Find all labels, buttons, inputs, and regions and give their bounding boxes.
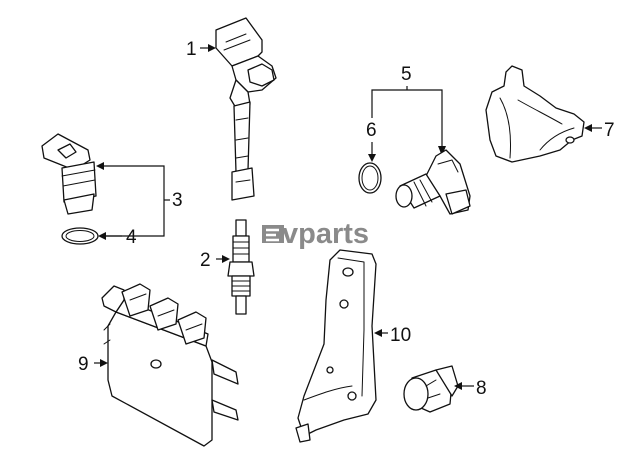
bracket-icon <box>295 249 377 443</box>
callout-10: 10 <box>390 325 411 346</box>
callout-2: 2 <box>200 250 211 271</box>
crankshaft-position-sensor-icon <box>41 133 97 215</box>
vparts-logo: vparts <box>262 218 369 250</box>
camshaft-position-sensor-icon <box>395 149 471 215</box>
cover-icon <box>485 65 585 163</box>
callout-1: 1 <box>186 39 197 60</box>
callout-5: 5 <box>401 64 412 85</box>
relay-icon <box>403 365 459 413</box>
o-ring-icon <box>358 162 382 194</box>
engine-control-module-icon <box>101 283 239 447</box>
callout-3: 3 <box>172 190 183 211</box>
callout-9: 9 <box>78 354 89 375</box>
callout-6: 6 <box>366 120 377 141</box>
callout-7: 7 <box>604 120 615 141</box>
callout-4: 4 <box>126 227 137 248</box>
spark-plug-icon <box>227 219 255 315</box>
callout-8: 8 <box>476 378 487 399</box>
watermark-text: vparts <box>282 218 369 250</box>
o-ring-icon <box>61 227 99 245</box>
ignition-coil-icon <box>215 17 277 201</box>
